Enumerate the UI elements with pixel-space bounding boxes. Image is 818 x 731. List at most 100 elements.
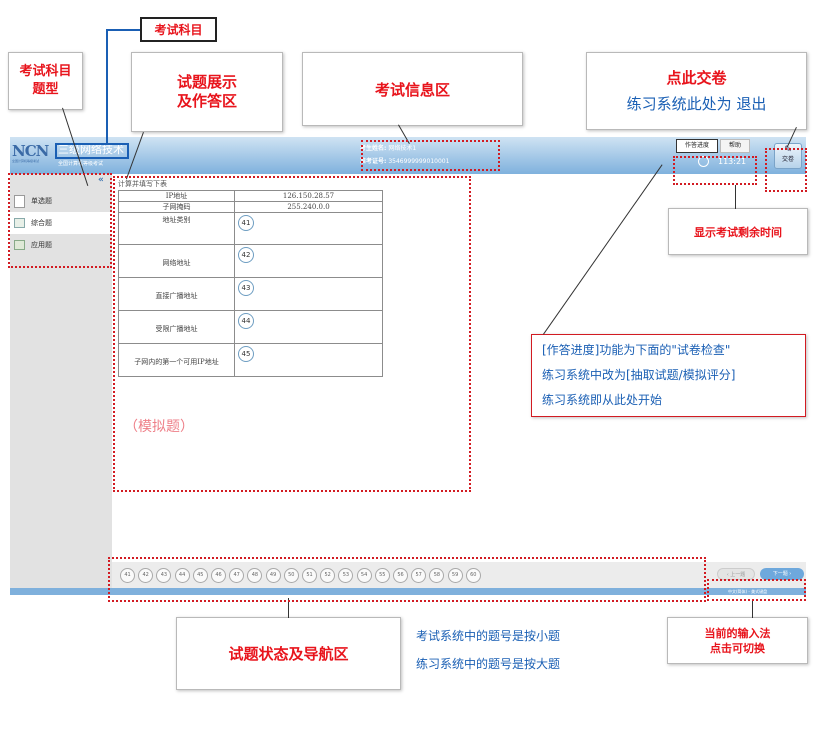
question-number-button[interactable]: 50: [283, 568, 299, 583]
sidebar-item-label: 单选题: [31, 197, 52, 205]
info-highlight: [361, 140, 500, 171]
input-method-indicator[interactable]: 中文(简体) - 美式键盘: [728, 589, 768, 594]
table-row: 地址类别 41: [118, 212, 383, 245]
question-number-button[interactable]: 46: [211, 568, 226, 583]
image-icon: [14, 240, 25, 250]
mock-question-label: （模拟题）: [124, 419, 194, 435]
info-area-text: 考试信息区: [374, 80, 450, 99]
question-number-button[interactable]: 49: [265, 568, 281, 583]
progress-note-callout: [作答进度]功能为下面的"试卷检查" 练习系统中改为[抽取试题/模拟评分] 练习…: [531, 334, 806, 417]
submit-callout-title: 点此交卷: [666, 69, 727, 87]
subject-type-callout: 考试科目 题型: [8, 52, 83, 110]
candidate-name-label: 考生姓名:: [360, 145, 387, 152]
question-number-button[interactable]: 48: [247, 568, 263, 583]
progress-button[interactable]: 作答进度: [676, 139, 718, 153]
question-number-button[interactable]: 47: [229, 568, 245, 583]
next-question-button[interactable]: 下一题 ›: [760, 568, 804, 580]
ncre-logo: NCN 全国计算机等级考试: [12, 143, 56, 167]
question-number-button[interactable]: 51: [302, 568, 317, 583]
arrow-left-icon: ‹: [726, 572, 731, 578]
question-type-sidebar: « 单选题 综合题 应用题: [10, 174, 112, 588]
timer-callout: 显示考试剩余时间: [668, 208, 808, 255]
sidebar-item-single-choice[interactable]: 单选题: [10, 190, 112, 212]
answer-blank-marker[interactable]: 45: [238, 346, 254, 362]
question-number-button[interactable]: 42: [138, 568, 154, 583]
question-intro: 计算并填写下表: [118, 180, 167, 188]
question-number-button[interactable]: 59: [447, 568, 463, 583]
question-number-button[interactable]: 58: [429, 568, 445, 583]
question-number-button[interactable]: 43: [156, 568, 172, 583]
table-icon: [14, 218, 25, 228]
display-area-callout: 试题展示 及作答区: [131, 52, 283, 132]
answer-blank-marker[interactable]: 43: [238, 280, 254, 296]
ime-callout: 当前的输入法 点击可切换: [667, 617, 808, 664]
ticket-number-row: 准考证号: 3546999999010001: [360, 157, 490, 167]
question-number-button[interactable]: 53: [338, 568, 354, 583]
time-left: 113:21: [718, 157, 747, 166]
sidebar-item-application[interactable]: 应用题: [10, 234, 112, 256]
submit-highlight: [765, 148, 807, 192]
question-table: IP地址 126.150.28.57 子网掩码 255.240.0.0 地址类别…: [118, 190, 383, 377]
subject-tag-text: 考试科目: [154, 23, 203, 37]
next-question-label: 下一题: [772, 571, 788, 577]
subject-title-highlight: [55, 143, 129, 159]
question-number-button[interactable]: 60: [465, 568, 481, 583]
table-row: 直接广播地址 43: [118, 277, 383, 311]
timer-callout-text: 显示考试剩余时间: [694, 225, 782, 239]
progress-note-line: 练习系统即从此处开始: [542, 393, 663, 407]
nav-area-connector: [288, 598, 289, 618]
ticket-number-value: 3546999999010001: [388, 158, 450, 165]
display-area-text: 试题展示 及作答区: [176, 73, 237, 110]
answer-cell[interactable]: 45: [234, 343, 383, 377]
candidate-name-value: 网络技术1: [388, 145, 417, 152]
question-number-button[interactable]: 54: [356, 568, 372, 583]
help-button[interactable]: 帮助: [720, 139, 750, 153]
question-number-button[interactable]: 56: [393, 568, 408, 583]
submit-callout: 点此交卷 练习系统此处为 退出: [586, 52, 807, 130]
submit-callout-subtitle: 练习系统此处为 退出: [626, 95, 767, 113]
timer-connector: [735, 185, 736, 209]
document-icon: [14, 194, 25, 208]
subject-tag-connector: [106, 29, 140, 31]
subject-type-text: 考试科目 题型: [19, 64, 72, 97]
answer-cell[interactable]: 43: [234, 277, 383, 311]
arrow-right-icon: ›: [787, 571, 792, 577]
prev-question-label: 上一题: [730, 572, 746, 578]
question-number-button[interactable]: 41: [120, 568, 135, 583]
table-row: 子网掩码 255.240.0.0: [118, 201, 383, 213]
ime-connector: [752, 599, 753, 618]
question-number-button[interactable]: 55: [374, 568, 390, 583]
table-cell-label: 受限广播地址: [118, 310, 235, 344]
subject-tag-callout: 考试科目: [140, 17, 217, 42]
candidate-name-row: 考生姓名: 网络技术1: [360, 144, 490, 154]
collapse-sidebar-icon[interactable]: «: [98, 175, 104, 185]
question-number-button[interactable]: 45: [192, 568, 208, 583]
question-number-button[interactable]: 57: [411, 568, 427, 583]
ime-callout-text: 当前的输入法 点击可切换: [704, 626, 771, 655]
pen-icon: ✎: [784, 145, 792, 155]
question-number-button[interactable]: 52: [320, 568, 336, 583]
sidebar-item-label: 综合题: [31, 219, 52, 227]
answer-blank-marker[interactable]: 42: [238, 247, 254, 263]
status-bar: 中文(简体) - 美式键盘: [10, 588, 806, 595]
sidebar-item-comprehensive[interactable]: 综合题: [10, 212, 112, 234]
nav-area-callout: 试题状态及导航区: [176, 617, 401, 690]
content-highlight: [113, 176, 471, 492]
table-row: 子网内的第一个可用IP地址 45: [118, 343, 383, 377]
answer-blank-marker[interactable]: 41: [238, 215, 254, 231]
sidebar-item-label: 应用题: [31, 241, 52, 249]
answer-cell[interactable]: 41: [234, 212, 383, 245]
timer-highlight: [673, 156, 757, 185]
question-number-button[interactable]: 44: [174, 568, 190, 583]
nav-area-text: 试题状态及导航区: [228, 645, 349, 663]
logo-text: NCN: [12, 142, 49, 160]
nav-note-line: 练习系统中的题号是按大题: [416, 657, 561, 671]
submit-button-label: 交卷: [781, 156, 794, 163]
nav-highlight: [108, 557, 706, 602]
progress-note-line: 练习系统中改为[抽取试题/模拟评分]: [542, 368, 736, 382]
table-row: IP地址 126.150.28.57: [118, 190, 383, 202]
ticket-number-label: 准考证号:: [360, 158, 387, 165]
answer-blank-marker[interactable]: 44: [238, 313, 254, 329]
ime-highlight: [707, 579, 806, 601]
